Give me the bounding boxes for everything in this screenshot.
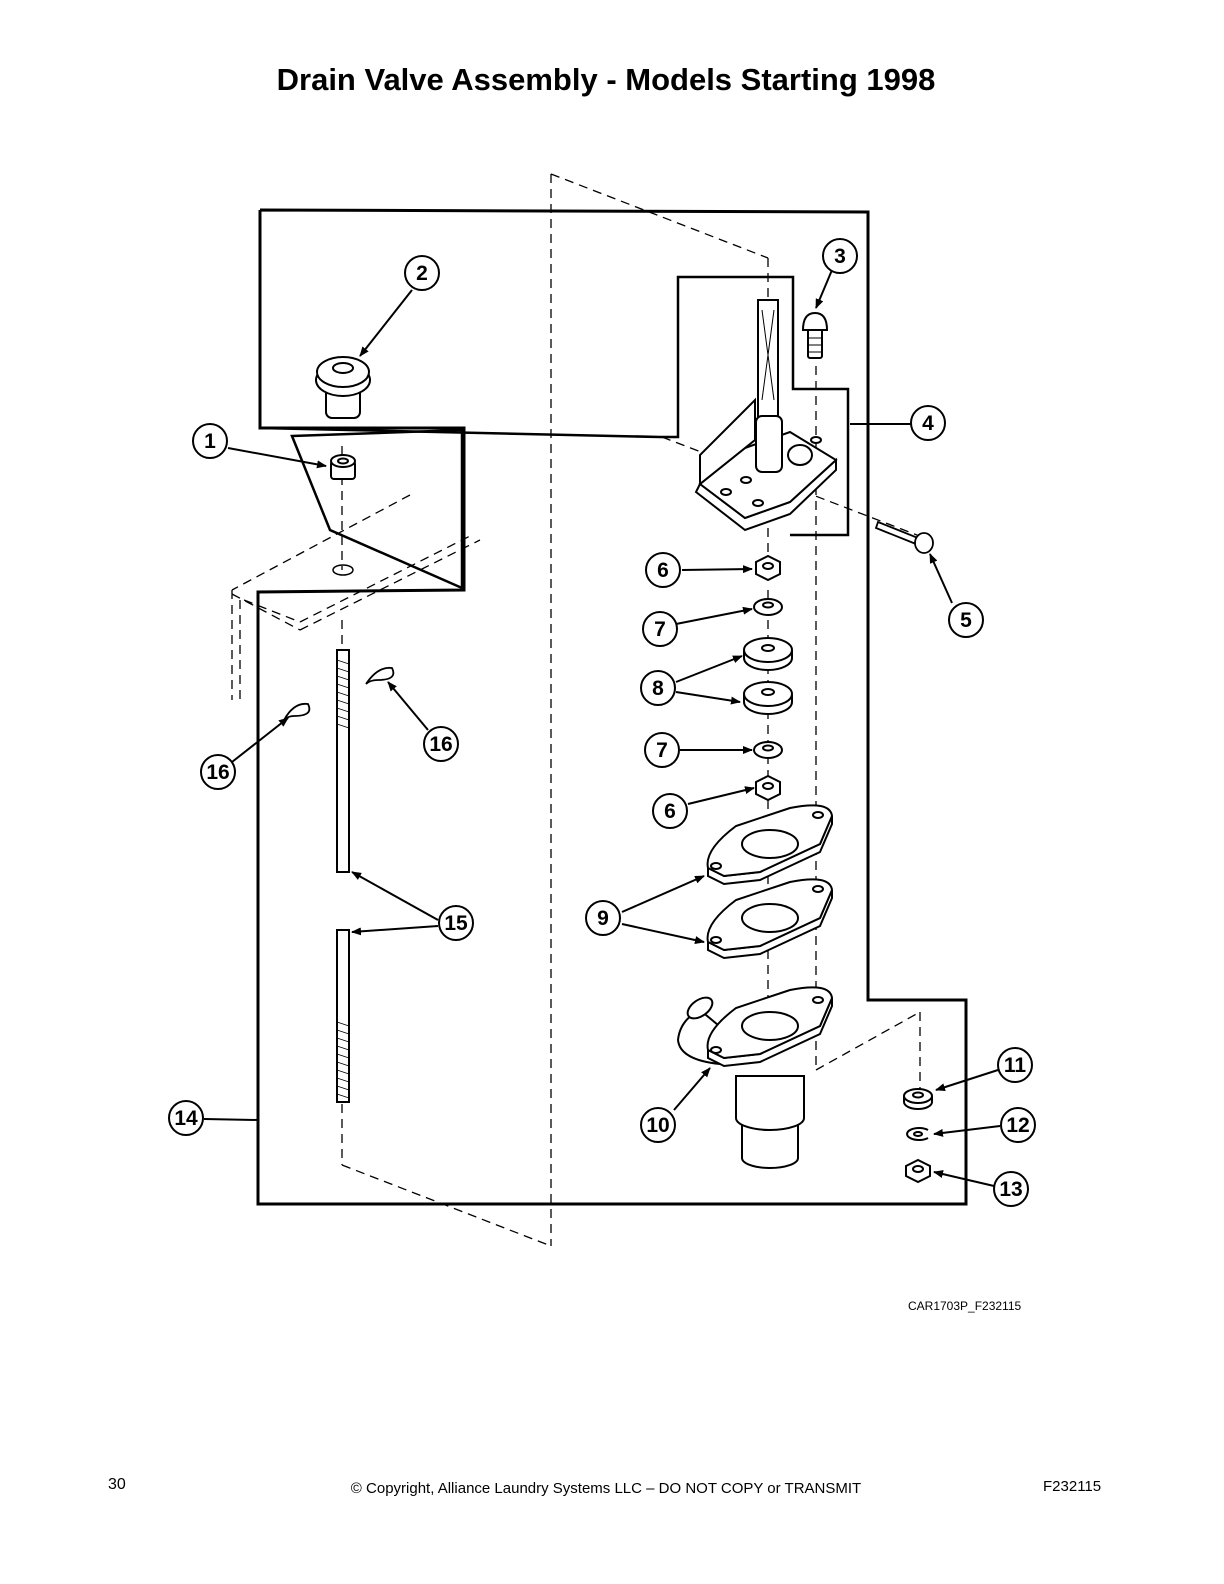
callout-label-12: 12 (1006, 1114, 1029, 1137)
part-12-e-clip (906, 1127, 929, 1141)
callout-10 (640, 1107, 676, 1143)
part-10-valve-body (676, 986, 834, 1169)
callout-8 (640, 670, 676, 706)
bracket-panel (290, 428, 464, 590)
callout-label-4: 4 (922, 412, 934, 435)
callout-label-14: 14 (174, 1107, 198, 1130)
callout-7b (644, 732, 680, 768)
part-1-grommet (330, 454, 356, 480)
callout-label-9: 9 (597, 907, 609, 930)
callout-6a (645, 552, 681, 588)
part-4-valve-bracket (694, 299, 838, 532)
document-code: F232115 (1043, 1478, 1102, 1495)
callout-label-11: 11 (1004, 1054, 1027, 1077)
callout-15 (438, 905, 474, 941)
callout-label-16b: 16 (206, 761, 229, 784)
callout-label-7b: 7 (656, 739, 668, 762)
callout-4 (910, 405, 946, 441)
callout-16a (423, 726, 459, 762)
part-15-rod-upper (336, 649, 350, 873)
callout-6b (652, 793, 688, 829)
callout-label-5: 5 (960, 609, 972, 632)
callout-2 (404, 255, 440, 291)
part-7-washer-upper (753, 598, 783, 616)
part-5-screw (874, 520, 934, 554)
callout-label-2: 2 (416, 262, 428, 285)
callout-14 (168, 1100, 204, 1136)
page-number: 30 (108, 1476, 126, 1493)
callout-label-8: 8 (652, 677, 664, 700)
part-6-nut-upper (755, 554, 781, 582)
callout-11 (997, 1047, 1033, 1083)
mounting-hole (332, 564, 354, 576)
callout-7a (642, 611, 678, 647)
inner-outline (259, 275, 850, 537)
part-2-knob (315, 356, 371, 419)
assembly-outline (256, 208, 968, 1206)
part-15-rod-lower (336, 929, 350, 1103)
part-16-pin-left (283, 702, 311, 721)
callout-label-10: 10 (646, 1114, 669, 1137)
callout-label-6a: 6 (657, 559, 669, 582)
callout-9 (585, 900, 621, 936)
callout-label-16a: 16 (429, 733, 452, 756)
callout-label-1: 1 (204, 430, 216, 453)
callout-16b (200, 754, 236, 790)
part-7-washer-lower (753, 741, 783, 759)
part-9-gasket-lower (706, 878, 834, 960)
part-8-flat-washer-lower (743, 681, 793, 715)
copyright-notice: © Copyright, Alliance Laundry Systems LL… (350, 1480, 862, 1497)
callout-5 (948, 602, 984, 638)
callout-label-13: 13 (999, 1178, 1022, 1201)
callout-label-15: 15 (444, 912, 468, 935)
callout-label-7a: 7 (654, 618, 666, 641)
part-11-washer (903, 1088, 933, 1110)
callout-1 (192, 423, 228, 459)
part-13-nut (905, 1158, 931, 1184)
callout-label-6b: 6 (664, 800, 676, 823)
leader-lines (203, 269, 1001, 1187)
part-9-gasket-upper (706, 804, 834, 886)
part-6-nut-lower (755, 774, 781, 802)
part-16-pin-right (365, 666, 395, 685)
callout-label-3: 3 (834, 245, 846, 268)
callouts (168, 238, 1036, 1207)
part-3-bolt (801, 311, 829, 359)
callout-12 (1000, 1107, 1036, 1143)
callout-labels: 1 2 3 4 5 6 7 8 7 6 9 10 11 12 13 14 15 … (174, 245, 1029, 1201)
page-title: Drain Valve Assembly - Models Starting 1… (276, 62, 936, 97)
callout-3 (822, 238, 858, 274)
callout-13 (993, 1171, 1029, 1207)
figure-code: CAR1703P_F232115 (908, 1299, 1022, 1313)
part-8-flat-washer-upper (743, 637, 793, 671)
